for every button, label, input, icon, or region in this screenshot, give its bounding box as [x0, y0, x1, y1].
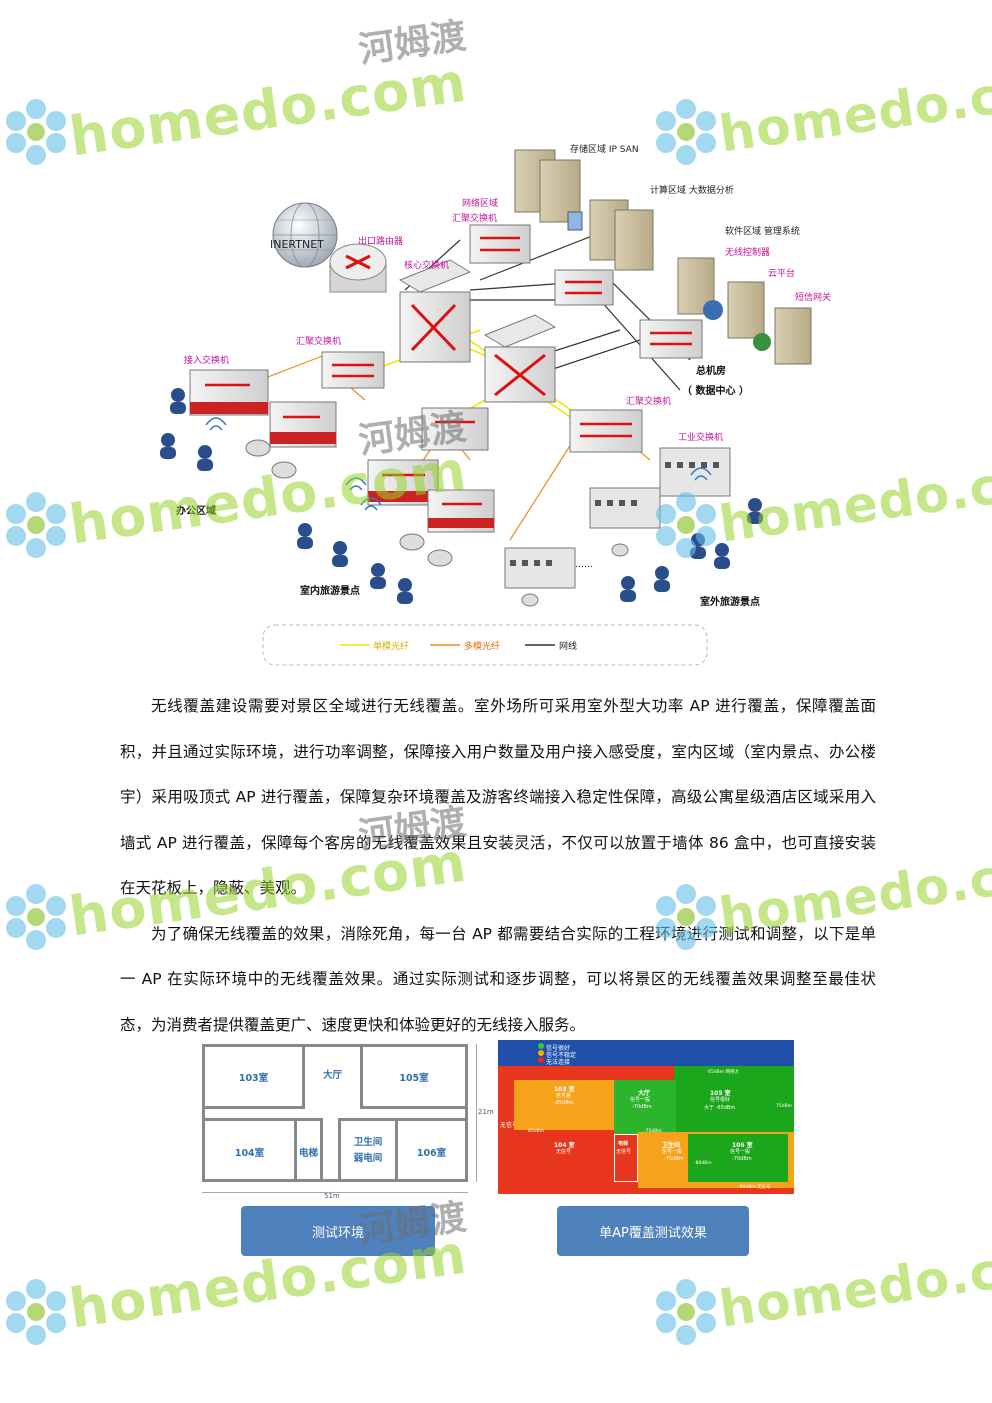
core-switch-label: 核心交换机	[404, 261, 450, 271]
software-label: 软件区域 管理系统	[725, 227, 800, 237]
legend-ethernet: 网线	[559, 642, 578, 652]
no-signal-label: 无信号	[500, 1122, 519, 1129]
compute-label: 计算区域 大数据分析	[650, 186, 734, 196]
heat-room-106-status: 信号一般	[730, 1149, 751, 1155]
edge-label-5: -80dBm	[694, 1161, 712, 1166]
heat-room-restroom-status: 信号一般	[662, 1149, 683, 1155]
watermark-cn: 河姆渡	[356, 15, 469, 72]
datacenter-sub-label: （ 数据中心 ）	[682, 386, 749, 397]
room-restroom: 卫生间	[353, 1137, 383, 1148]
access-switches	[189, 369, 495, 533]
cloud-label: 云平台	[768, 269, 796, 279]
heat-room-104: 104 室	[554, 1142, 575, 1149]
heat-room-elevator-status: 无信号	[616, 1149, 632, 1155]
watermark-text: homedo.com	[715, 1229, 992, 1339]
homedo-logo-icon	[6, 884, 66, 950]
legend-no-connect: 无法连接	[546, 1059, 571, 1066]
wlc-label: 无线控制器	[725, 248, 771, 258]
access-switch-arrows	[205, 383, 482, 506]
heatmap-legend-bar	[498, 1040, 794, 1066]
storage-label: 存储区域 IP SAN	[570, 145, 639, 155]
height-dimension: 21m	[478, 1108, 494, 1116]
core-switch-1-icon	[398, 259, 472, 363]
exit-router-label: 出口路由器	[358, 237, 404, 247]
topology-drawing	[160, 149, 812, 666]
heat-room-105: 105 室	[710, 1090, 731, 1097]
internet-globe-icon	[272, 202, 338, 268]
paragraph-1: 无线覆盖建设需要对景区全域进行无线覆盖。室外场所可采用室外型大功率 AP 进行覆…	[120, 697, 876, 897]
industrial-switch-label: 工业交换机	[678, 433, 724, 443]
legend-unstable: 信号不稳定	[546, 1052, 577, 1059]
room-105: 105室	[360, 1047, 465, 1109]
access-switch-label: 接入交换机	[184, 356, 230, 366]
legend-single-mode: 单模光纤	[373, 642, 410, 652]
datacenter-label: 总机房	[696, 366, 726, 377]
homedo-logo-icon	[6, 1279, 66, 1345]
width-dimension-line	[202, 1192, 468, 1193]
heat-room-105-db: 大于 -65dBm	[704, 1105, 736, 1111]
industrial-ports	[510, 462, 719, 566]
aggregation-switches	[321, 224, 703, 453]
homedo-logo-icon	[6, 99, 66, 165]
heat-room-106-db: -70dBm	[732, 1156, 752, 1162]
heat-room-lobby-status: 信号一般	[630, 1097, 651, 1103]
office-area-label: 办公区域	[176, 506, 216, 517]
legend-multi-mode: 多模光纤	[464, 642, 501, 652]
server-rack-icons	[514, 149, 812, 365]
core-switch-2-icon	[483, 314, 557, 403]
switch-arrows	[332, 236, 692, 438]
sms-label: 短信网关	[795, 293, 832, 303]
heat-room-restroom-db: -75dBm	[664, 1156, 684, 1162]
indoor-area-label: 室内旅游景点	[300, 586, 360, 597]
heat-room-103-db: -85dBm	[554, 1100, 574, 1106]
heat-room-104-status: 无信号	[556, 1149, 572, 1155]
heat-room-restroom: 卫生间	[662, 1142, 681, 1149]
internet-label: INERTNET	[270, 238, 324, 251]
edge-label-1: 65dBm 网络大	[708, 1070, 739, 1075]
heat-room-106: 106 室	[732, 1142, 753, 1149]
edge-label-2: 75dBm	[776, 1104, 793, 1109]
agg-switch-top-label: 汇聚交换机	[452, 214, 498, 224]
floor-plan: 103室 大厅 105室 104室 电梯 卫生间 弱电间 106室 51m 21…	[198, 1040, 494, 1208]
coverage-heatmap: 信号很好 信号不稳定 无法连接 无信号 103 室 信号差 -85dBm 大厅 …	[498, 1040, 794, 1194]
edge-label-3: 85dBm	[528, 1129, 545, 1134]
width-dimension: 51m	[324, 1192, 340, 1200]
industrial-switches	[504, 447, 731, 589]
room-elevator: 电梯	[297, 1118, 323, 1182]
heat-room-103-status: 信号差	[556, 1093, 572, 1099]
camera-icons	[245, 439, 629, 607]
room-lobby: 大厅	[322, 1070, 342, 1081]
user-icons	[160, 388, 763, 604]
test-environment-button[interactable]: 测试环境	[241, 1206, 435, 1256]
room-104: 104室	[205, 1118, 297, 1182]
exit-router-icon	[329, 243, 387, 293]
agg-switch-right-label: 汇聚交换机	[626, 397, 672, 407]
legend-good: 信号很好	[546, 1045, 571, 1052]
ellipsis-label: ……	[575, 560, 593, 570]
heat-room-103: 103 室	[554, 1086, 575, 1093]
heat-room-elevator: 电梯	[618, 1141, 629, 1147]
homedo-logo-icon	[6, 492, 66, 558]
network-topology-diagram: INERTNET 出口路由器 核心交换机 网络区域 汇聚交换机 存储区域 IP …	[150, 130, 850, 670]
single-ap-coverage-button[interactable]: 单AP覆盖测试效果	[557, 1206, 749, 1256]
heat-room-lobby-db: -70dBm	[632, 1104, 652, 1110]
edge-label-6: -90dBm 无信号	[738, 1185, 771, 1190]
heat-room-lobby: 大厅	[638, 1090, 651, 1097]
height-dimension-line	[476, 1044, 477, 1182]
paragraph-2: 为了确保无线覆盖的效果，消除死角，每一台 AP 都需要结合实际的工程环境进行测试…	[120, 924, 876, 1034]
room-weak-current: 弱电间	[353, 1153, 383, 1164]
edge-label-4: -75dBm	[644, 1129, 662, 1134]
legend-box	[262, 624, 708, 666]
outdoor-area-label: 室外旅游景点	[700, 597, 760, 608]
homedo-logo-icon	[656, 1279, 716, 1345]
agg-switch-left-label: 汇聚交换机	[296, 337, 342, 347]
network-domain-label: 网络区域	[462, 199, 499, 209]
heat-room-105-status: 信号很好	[710, 1097, 731, 1103]
wifi-ap-icons	[205, 417, 712, 511]
room-106: 106室	[398, 1118, 465, 1182]
body-text: 无线覆盖建设需要对景区全域进行无线覆盖。室外场所可采用室外型大功率 AP 进行覆…	[120, 684, 876, 1048]
room-103: 103室	[205, 1047, 305, 1109]
